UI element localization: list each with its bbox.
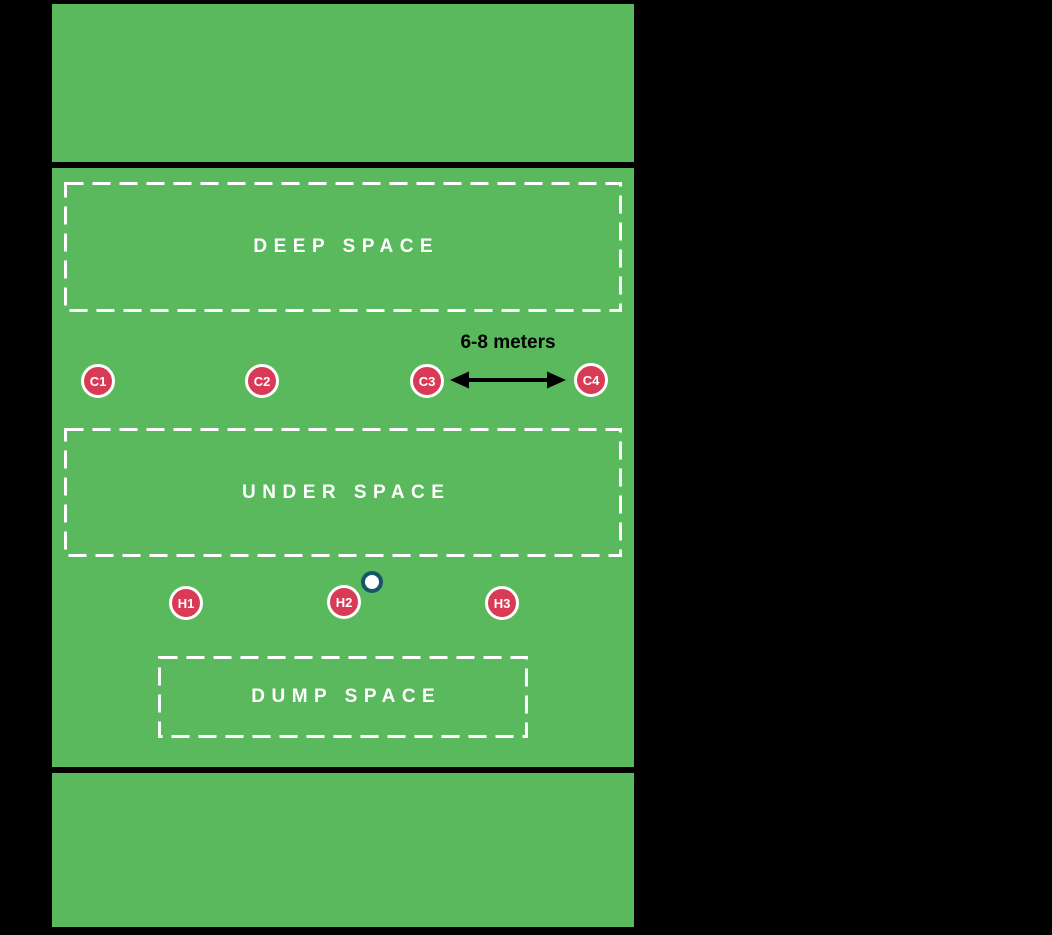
disc-icon: [361, 571, 383, 593]
under-space-zone: UNDER SPACE: [64, 428, 622, 557]
player-c2: C2: [245, 364, 279, 398]
spacing-distance-label: 6-8 meters: [460, 332, 556, 353]
player-c1: C1: [81, 364, 115, 398]
dump-space-label: DUMP SPACE: [251, 686, 442, 707]
under-space-label: UNDER SPACE: [242, 481, 451, 503]
deep-space-label: DEEP SPACE: [253, 236, 440, 257]
player-c3: C3: [410, 364, 444, 398]
player-h1: H1: [169, 586, 203, 620]
field-column: DEEP SPACE UNDER SPACE DUMP SPACE 6-8 me…: [52, 4, 634, 927]
endzone-bottom: [52, 773, 634, 927]
dump-space-zone: DUMP SPACE: [158, 656, 528, 738]
player-h3: H3: [485, 586, 519, 620]
playing-field: DEEP SPACE UNDER SPACE DUMP SPACE 6-8 me…: [52, 168, 634, 767]
deep-space-zone: DEEP SPACE: [64, 182, 622, 312]
player-h2: H2: [327, 585, 361, 619]
endzone-top: [52, 4, 634, 162]
player-c4: C4: [574, 363, 608, 397]
goal-line-top: [52, 162, 634, 168]
spacing-arrow-icon: [450, 371, 566, 389]
goal-line-bottom: [52, 767, 634, 773]
